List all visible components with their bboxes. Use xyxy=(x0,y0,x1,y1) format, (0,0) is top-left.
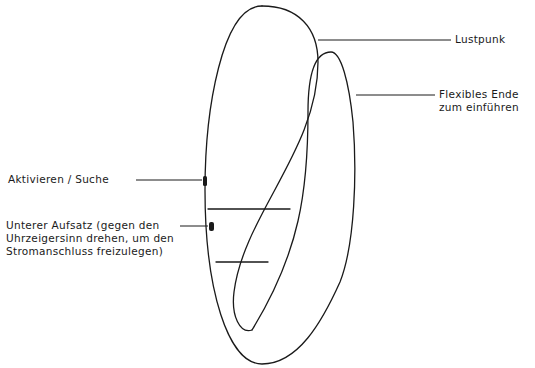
device-outline xyxy=(205,6,355,364)
part-label: Unterer Aufsatz (gegen den Uhrzeigersinn… xyxy=(6,219,176,258)
power-port xyxy=(209,222,214,231)
part-label: Flexibles Ende zum einführen xyxy=(439,88,531,114)
lobe-edge xyxy=(233,6,318,331)
band-line xyxy=(208,208,290,209)
leader-line xyxy=(356,95,435,96)
part-label: Aktivieren / Suche xyxy=(8,173,132,186)
leader-line xyxy=(180,226,208,227)
leader-line xyxy=(318,40,451,41)
part-label: Lustpunk xyxy=(455,33,531,46)
activate-button xyxy=(203,176,207,186)
band-line xyxy=(216,261,268,262)
leader-line xyxy=(136,180,202,181)
